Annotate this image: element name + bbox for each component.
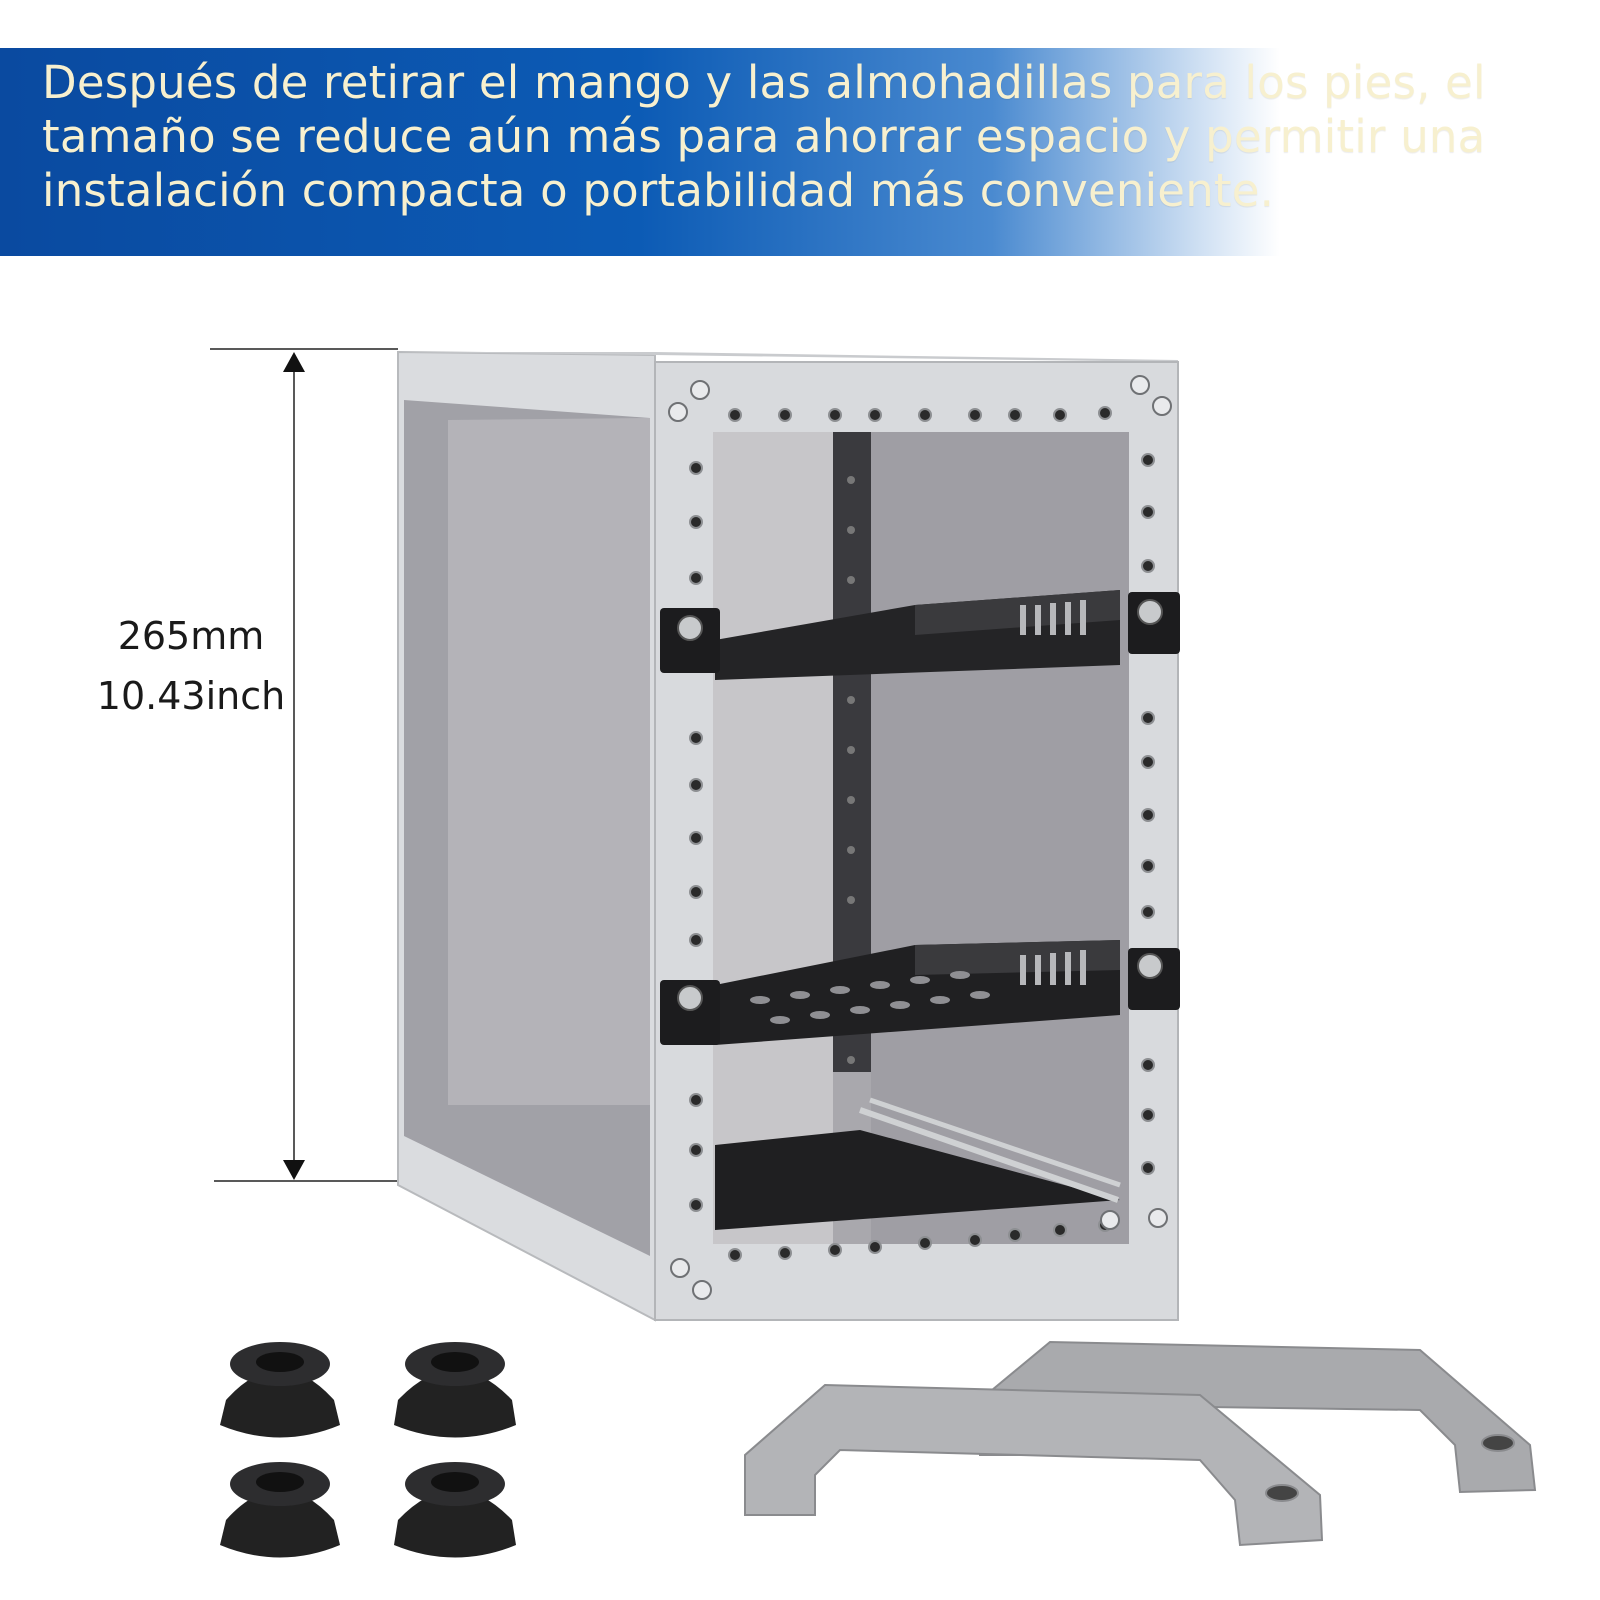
handle xyxy=(744,1383,1324,1547)
header-banner xyxy=(0,48,1600,256)
rubber-foot xyxy=(220,1462,340,1558)
down-arrow-icon xyxy=(283,1160,305,1180)
post-holes xyxy=(847,476,855,1064)
rubber-foot xyxy=(394,1342,516,1438)
upper-shelf xyxy=(660,590,1180,680)
dimension-mm-label: 265mm xyxy=(117,614,265,658)
corner-screws xyxy=(668,375,1172,1300)
lower-shelf xyxy=(660,940,1180,1045)
dimension-inch-label: 10.43inch xyxy=(96,674,286,718)
frame-holes xyxy=(689,406,1155,1262)
up-arrow-icon xyxy=(283,352,305,372)
rubber-foot xyxy=(220,1342,340,1438)
rubber-foot xyxy=(394,1462,516,1558)
base-tray xyxy=(715,1097,1121,1230)
banner-caption: Después de retirar el mango y las almoha… xyxy=(42,56,1486,217)
